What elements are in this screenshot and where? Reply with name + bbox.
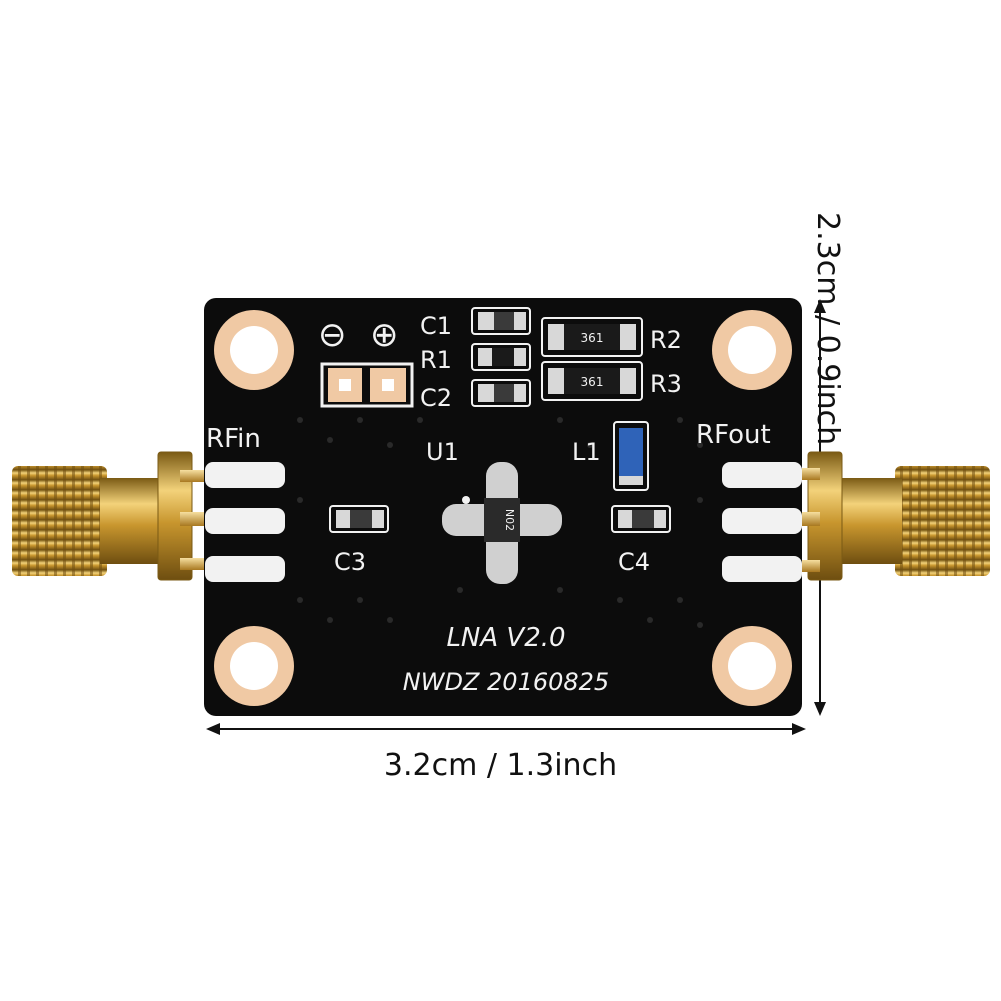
mounting-hole-top-left [214, 310, 294, 390]
smd-r3: 361 [541, 361, 643, 401]
label-r3: R3 [650, 370, 682, 398]
smd-c3 [329, 505, 389, 533]
r2-code: 361 [581, 331, 604, 345]
pcb-board: 361 361 [204, 298, 802, 716]
smd-c4 [611, 505, 671, 533]
label-c2: C2 [420, 384, 452, 412]
label-c3: C3 [334, 548, 366, 576]
label-c1: C1 [420, 312, 452, 340]
inductor-l1 [613, 421, 649, 491]
width-dimension-label: 3.2cm / 1.3inch [383, 748, 618, 783]
height-dimension-label: 2.3cm / 0.9inch [810, 212, 845, 446]
mounting-hole-top-right [712, 310, 792, 390]
smd-c2 [471, 379, 531, 407]
rf-pads [205, 462, 802, 582]
mounting-hole-bottom-right [712, 626, 792, 706]
plus-symbol: ⊕ [370, 315, 399, 355]
amplifier-chip-u1: N02 [442, 462, 562, 584]
chip-marking: N02 [503, 509, 516, 531]
width-dimension-arrow [206, 723, 806, 735]
r3-code: 361 [581, 375, 604, 389]
label-l1: L1 [572, 438, 601, 466]
power-header [320, 362, 414, 408]
mounting-hole-bottom-left [214, 626, 294, 706]
label-rf-in: RFin [206, 424, 261, 454]
label-r1: R1 [420, 346, 452, 374]
smd-r2: 361 [541, 317, 643, 357]
minus-symbol: ⊖ [318, 315, 347, 355]
smd-r1 [471, 343, 531, 371]
via-dots [297, 417, 703, 628]
label-r2: R2 [650, 326, 682, 354]
label-u1: U1 [426, 438, 459, 466]
label-c4: C4 [618, 548, 650, 576]
board-model: LNA V2.0 [446, 623, 565, 653]
smd-c1 [471, 307, 531, 335]
board-maker-date: NWDZ 20160825 [403, 668, 609, 696]
label-rf-out: RFout [696, 420, 771, 450]
